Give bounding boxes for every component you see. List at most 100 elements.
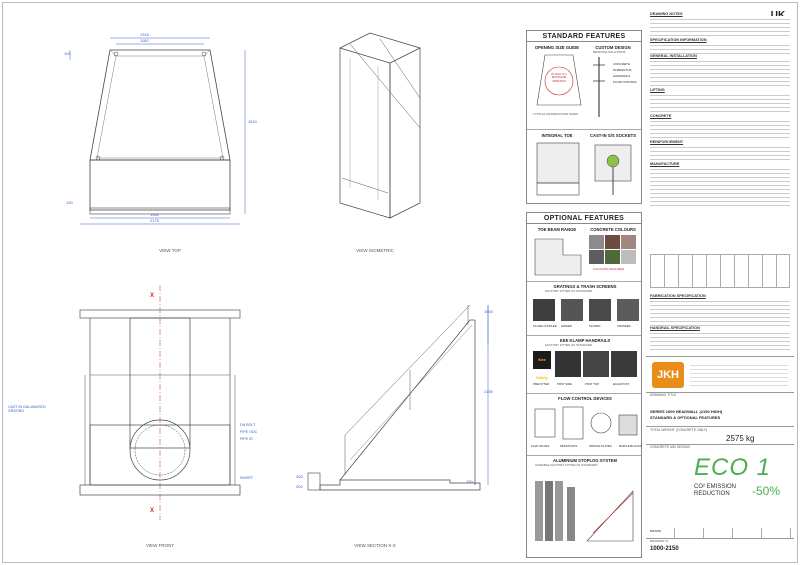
custom-item-4: FLOW CONTROL — [613, 80, 638, 84]
dim-front-d: 200 — [296, 484, 303, 489]
title-block: UK CA DRAWING NOTES SPECIFICATION INFORM… — [646, 8, 794, 558]
flow-item-2: PENSTOCKS — [560, 444, 578, 448]
view-isometric-caption: VIEW ISOMETRIC — [356, 248, 394, 253]
grating-images — [533, 299, 639, 321]
grating-item-1: CLOSE COUPLED — [533, 324, 557, 328]
dim-front-e: 100 — [466, 479, 473, 484]
grating-title: GRATINGS & TRASH SCREENS — [553, 284, 617, 289]
grating-item-3: SLOPED — [589, 324, 601, 328]
handrail-item-3: POST TOP — [585, 382, 599, 386]
colours-title: CONCRETE COLOURS — [590, 227, 636, 232]
view-top-caption: VIEW TOP — [159, 248, 181, 253]
flow-title: FLOW CONTROL DEVICES — [558, 396, 612, 401]
colours-note: COLOURS AVAILABLE — [593, 267, 625, 271]
toe-diagram — [536, 142, 580, 196]
drawn-label: DRAWN — [650, 529, 662, 533]
dim-front-b: 2150 — [484, 389, 493, 394]
front-label-cast: CAST IN GALVANISED GRATING — [8, 405, 46, 414]
section-mark-top: X — [150, 293, 155, 299]
view-front-drawing — [79, 285, 241, 520]
grating-item-4: CRANKED — [617, 324, 631, 328]
section-mark-bottom: X — [150, 508, 155, 514]
standard-features-title: STANDARD FEATURES — [527, 31, 641, 42]
toebeam-title: TOE BEAM RANGE — [537, 227, 577, 232]
kee-safety-logo: Kee Safety — [533, 351, 551, 380]
opening-diagram — [536, 54, 582, 106]
dim-top-f: 1960 — [150, 212, 159, 217]
opening-title: OPENING SIZE GUIDE — [534, 45, 580, 50]
toe-title: INTEGRAL TOE — [541, 133, 573, 138]
toebeam-diagram — [534, 238, 582, 276]
custom-diagram — [593, 57, 605, 117]
grating-note: FACTORY FITTED AS STANDARD — [545, 289, 593, 293]
opening-circle-label: Ø 1120 mm MAXIMUM OPENING — [551, 72, 567, 83]
optional-features-panel: OPTIONAL FEATURES TOE BEAM RANGE CONCRET… — [526, 212, 642, 558]
colours-swatches — [589, 235, 636, 264]
dim-front-c: 300 — [296, 474, 303, 479]
dim-front-a: 1500 — [484, 309, 493, 314]
view-isometric-drawing — [339, 32, 421, 219]
dim-top-d: 1510 — [248, 119, 257, 124]
view-section-drawing — [307, 304, 489, 491]
drawing-no-label: DRAWING N° — [650, 539, 669, 543]
dim-top-e: 100 — [66, 200, 73, 205]
drawing-title-1: SERIES 1000 HEADWALL (2150 HIGH) — [650, 409, 723, 414]
view-front-caption: VIEW FRONT — [145, 543, 175, 548]
spec-table — [650, 254, 790, 288]
fabric-head: FABRICATION SPECIFICATION — [650, 294, 706, 298]
sockets-diagram — [594, 144, 632, 195]
handrail-spec-head: HANDRAIL SPECIFICATION — [650, 326, 700, 330]
dim-top-c: 100 — [64, 51, 71, 56]
optional-features-title: OPTIONAL FEATURES — [527, 213, 641, 224]
grating-item-2: HINGED — [561, 324, 572, 328]
lifting-head: LIFTING — [650, 88, 665, 92]
notes-head: DRAWING NOTES — [650, 12, 683, 16]
handrail-item-4: EACH POST — [613, 382, 630, 386]
reduction-percent: -50% — [752, 484, 781, 498]
reduction-label: REDUCTION — [694, 491, 730, 497]
handrails-note: FACTORY FITTED AS STANDARD — [545, 343, 593, 347]
handrail-item-2: POST SIDE — [557, 382, 572, 386]
manu-head: MANUFACTURE — [650, 162, 680, 166]
custom-item-1: CONCRETE — [613, 62, 630, 66]
dim-top-g: 2175 — [150, 218, 159, 223]
front-label-pipe2: PIPE ID — [240, 437, 253, 441]
handrails-title: KEE KLAMP HANDRAILS — [559, 338, 611, 343]
front-label-invert: INVERT — [240, 476, 254, 480]
standard-features-panel: STANDARD FEATURES OPENING SIZE GUIDE Ø 1… — [526, 30, 642, 204]
company-logo: JKH — [652, 362, 684, 388]
opening-note: TYPICAL MAXIMUM PIPE SIZES — [533, 112, 578, 116]
flow-item-1: FLAP VALVES — [531, 444, 550, 448]
weight-value: 2575 kg — [726, 434, 755, 443]
co2-label: CO² EMISSION — [694, 484, 737, 490]
stoplog-images — [535, 481, 634, 542]
dim-top-b: 1160 — [140, 38, 149, 43]
front-label-dn: DN BOLT — [240, 423, 256, 427]
drawing-title-label: DRAWING TITLE — [650, 393, 677, 397]
flow-item-4: BAFFLE BLOCKS — [619, 444, 642, 448]
dim-top-a: 1315 — [140, 32, 149, 37]
sockets-title: CAST-IN S/S SOCKETS — [589, 133, 637, 138]
handrail-item-1: PRE FITTED — [533, 382, 550, 386]
custom-item-3: HANDRAILS — [613, 74, 631, 78]
front-label-pipe1: PIPE ODC — [240, 430, 258, 434]
stoplog-title: ALUMINIUM STOPLOG SYSTEM — [553, 458, 617, 463]
view-top-drawing — [69, 37, 246, 225]
flow-item-3: ORIFICE PLATES — [589, 444, 612, 448]
reinf-head: REINFORCEMENT — [650, 140, 684, 144]
weight-label: TOTAL WEIGHT (CONCRETE ONLY) — [650, 428, 708, 432]
mix-label: CONCRETE MIX DESIGN — [650, 445, 690, 449]
spec-head: SPECIFICATION INFORMATION — [650, 38, 707, 42]
flow-images — [534, 406, 638, 440]
custom-subtitle: BESPOKE SOLUTIONS — [593, 50, 626, 54]
drawing-title-2: STANDARD & OPTIONAL FEATURES — [650, 415, 721, 420]
drawing-no: 1000-2150 — [650, 546, 679, 552]
eco-mark: ECO 1 — [694, 454, 772, 481]
view-section-caption: VIEW SECTION X-X — [354, 543, 396, 548]
general-head: GENERAL INSTALLATION — [650, 54, 697, 58]
stoplog-note: VARIABLE FACTORY FITTED AS STANDARD — [535, 463, 598, 467]
concrete-head: CONCRETE — [650, 114, 672, 118]
handrail-images — [555, 351, 637, 377]
